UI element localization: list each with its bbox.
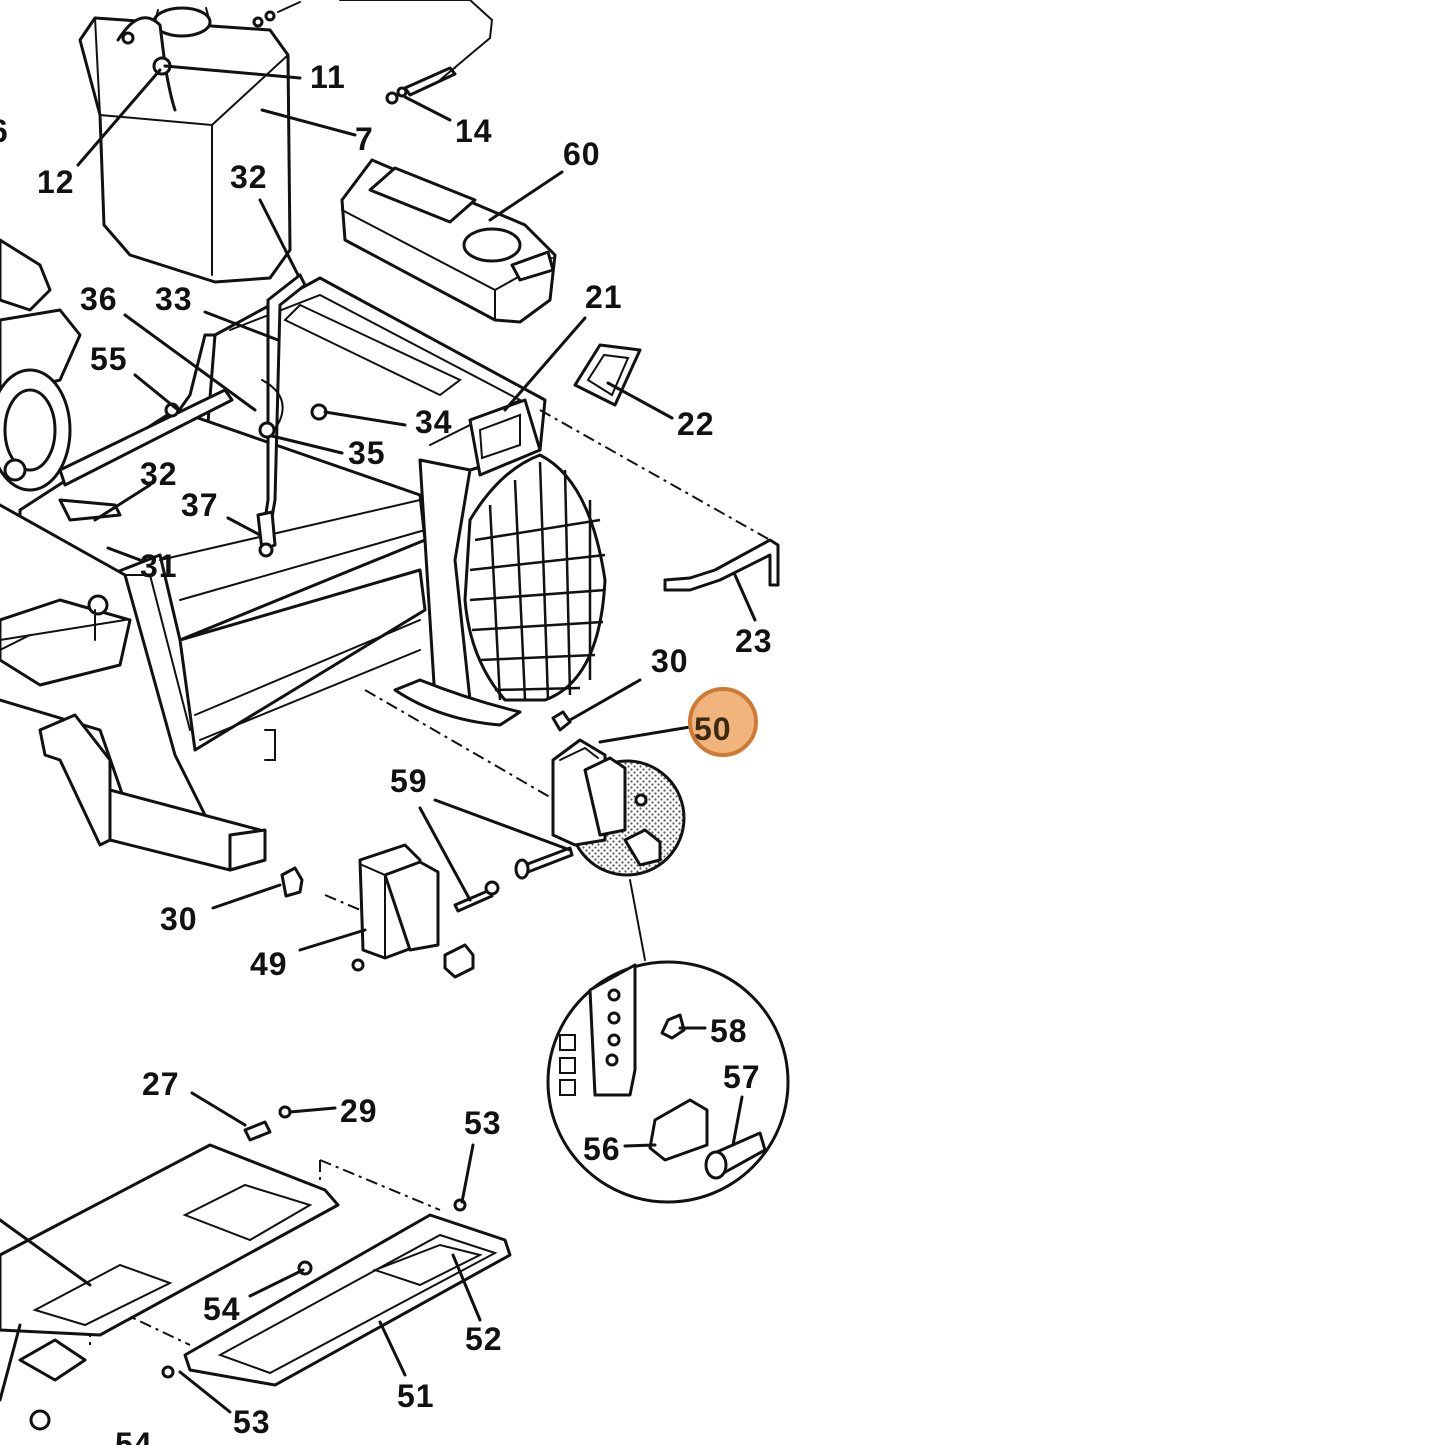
callout-35[interactable]: 35 xyxy=(348,435,386,471)
callout-49[interactable]: 49 xyxy=(250,946,288,982)
callout-50[interactable]: 50 xyxy=(694,711,732,747)
callout-60[interactable]: 60 xyxy=(563,136,601,172)
highlight-marker[interactable] xyxy=(688,687,758,757)
callout-51[interactable]: 51 xyxy=(397,1378,435,1414)
callout-30-lower[interactable]: 30 xyxy=(160,901,198,937)
deck-plate xyxy=(0,1105,340,1431)
callout-29[interactable]: 29 xyxy=(340,1093,378,1129)
callout-32-lower[interactable]: 32 xyxy=(140,456,178,492)
callout-34[interactable]: 34 xyxy=(415,404,453,440)
engine-pulley xyxy=(0,238,234,522)
callout-11[interactable]: 11 xyxy=(310,59,346,95)
callout-14[interactable]: 14 xyxy=(455,113,493,149)
callout-33[interactable]: 33 xyxy=(155,281,193,317)
clip-30-upper xyxy=(551,710,572,732)
bracket-50 xyxy=(551,738,686,877)
callout-54-middle[interactable]: 54 xyxy=(203,1291,241,1327)
leader-lines xyxy=(0,64,757,1414)
callout-58[interactable]: 58 xyxy=(710,1013,748,1049)
callout-55[interactable]: 55 xyxy=(90,341,128,377)
callout-labels: 6 11 12 7 14 60 32 21 36 33 55 22 34 35 … xyxy=(0,59,773,1445)
detail-view xyxy=(546,879,790,1204)
rear-wheel xyxy=(393,453,607,727)
callout-22[interactable]: 22 xyxy=(677,406,715,442)
wheel-tread xyxy=(469,461,606,701)
main-frame xyxy=(0,276,547,872)
callout-52[interactable]: 52 xyxy=(465,1321,503,1357)
top-bolts xyxy=(252,0,494,81)
callout-53-upper[interactable]: 53 xyxy=(464,1105,502,1141)
bracket-49 xyxy=(351,843,475,979)
bolt-59 xyxy=(453,846,574,913)
callout-36[interactable]: 36 xyxy=(80,281,118,317)
fuel-tank xyxy=(78,6,292,284)
handle-23 xyxy=(663,538,780,592)
callout-56[interactable]: 56 xyxy=(583,1131,621,1167)
callout-57[interactable]: 57 xyxy=(723,1059,761,1095)
callout-31[interactable]: 31 xyxy=(140,548,178,584)
step-plate xyxy=(161,1198,512,1387)
callout-23[interactable]: 23 xyxy=(735,623,773,659)
callout-59[interactable]: 59 xyxy=(390,763,428,799)
callout-37[interactable]: 37 xyxy=(181,487,219,523)
callout-12[interactable]: 12 xyxy=(37,164,75,200)
tool-tray xyxy=(340,158,557,324)
callout-30-upper[interactable]: 30 xyxy=(651,643,689,679)
bolt-14 xyxy=(385,66,457,105)
callout-27[interactable]: 27 xyxy=(142,1066,180,1102)
clip-30-lower xyxy=(280,866,304,898)
callout-54-lower[interactable]: 54 xyxy=(115,1426,153,1445)
callout-32-upper[interactable]: 32 xyxy=(230,159,268,195)
callout-21[interactable]: 21 xyxy=(585,279,623,315)
plate-22 xyxy=(573,343,642,407)
callout-6[interactable]: 6 xyxy=(0,113,9,149)
callout-7[interactable]: 7 xyxy=(355,121,374,157)
callout-53-lower[interactable]: 53 xyxy=(233,1404,271,1440)
